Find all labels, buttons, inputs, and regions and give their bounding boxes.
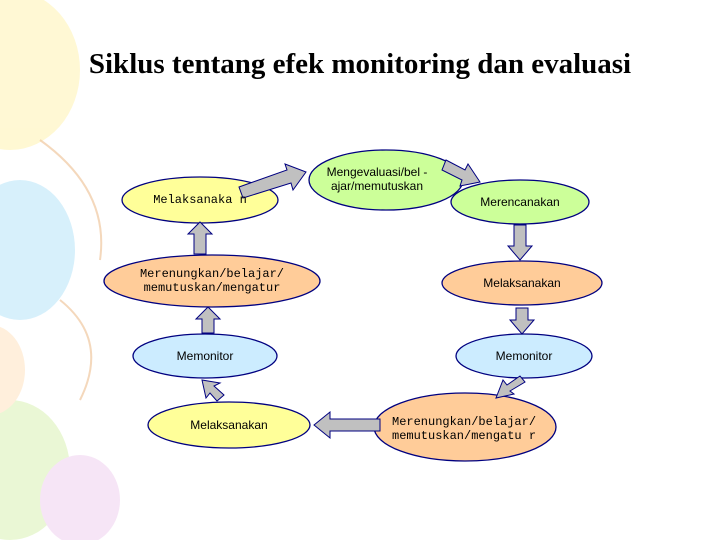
node-shape-left-bottom — [147, 401, 311, 449]
slide-title: Siklus tentang efek monitoring dan evalu… — [88, 48, 632, 80]
arrow-plan-to-do-right — [506, 224, 534, 261]
arrow-evaluate-to-plan — [441, 159, 481, 187]
node-label-left-monitor: Memonitor — [176, 349, 234, 363]
balloon-string-decoration — [39, 139, 103, 401]
node-label-left-top: Melaksanaka n — [153, 193, 247, 207]
node-shape-right-plan — [450, 179, 590, 225]
node-label-right-monitor: Memonitor — [495, 349, 553, 363]
arrow-monitor-to-reflect-left — [194, 306, 222, 334]
node-label-right-plan: Merencanakan — [480, 195, 560, 209]
node-label-right-do: Melaksanakan — [483, 276, 561, 290]
balloon-decoration — [0, 0, 120, 540]
node-shape-right-do — [441, 260, 603, 306]
arrow-do-to-monitor-right — [508, 307, 536, 335]
node-shape-right-monitor — [455, 333, 593, 379]
arrow-do-to-monitor-left — [201, 379, 225, 402]
arrow-do-to-evaluate — [238, 163, 307, 199]
node-label-center-top: Mengevaluasi/bel - ajar/memutuskan — [326, 165, 428, 193]
node-shape-left-reflect — [103, 254, 321, 308]
arrow-reflect-to-do-bottom — [313, 410, 381, 440]
node-label-left-bottom: Melaksanakan — [190, 418, 268, 432]
node-label-left-reflect: Merenungkan/belajar/ memutuskan/mengatur — [139, 267, 285, 295]
node-label-right-reflect: Merenungkan/belajar/ memutuskan/mengatu … — [392, 415, 537, 443]
node-shape-left-monitor — [132, 333, 278, 379]
arrow-monitor-to-reflect-right — [495, 375, 526, 399]
arrow-reflect-to-do-left — [186, 221, 214, 255]
